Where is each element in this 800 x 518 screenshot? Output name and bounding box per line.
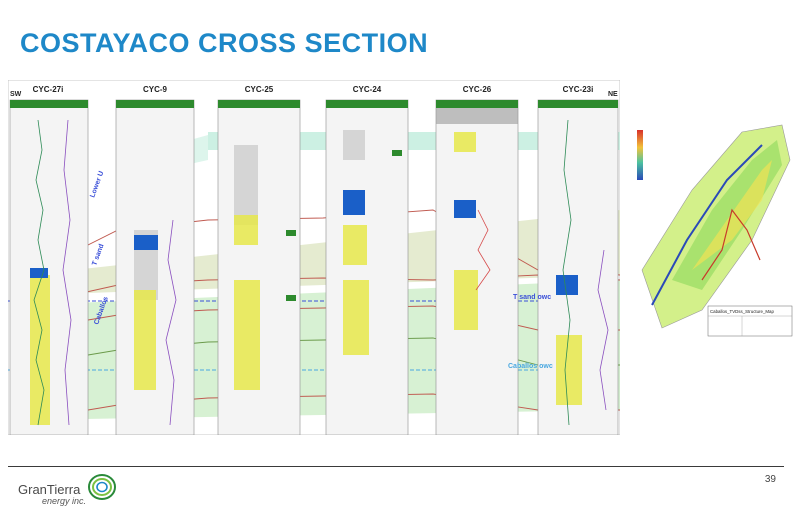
map-legend-box [707,305,793,337]
well-track [115,99,195,435]
well-track [537,99,619,435]
well-name: CYC-9 [143,85,168,94]
slide-title: COSTAYACO CROSS SECTION [20,28,429,58]
well-name: CYC-23i [563,85,594,94]
company-logo-tagline: energy inc. [42,496,87,506]
footer-rule [8,466,784,467]
map-legend-title: Caballos_TVDss_Structure_Map [710,309,774,314]
well-track [435,99,519,435]
map-structure-axis [651,144,763,306]
company-logo-icon [88,474,116,500]
company-logo-text: GranTierra [18,482,81,497]
owc-label-caballos: Caballos owc [508,363,553,370]
well-track [217,99,301,435]
well-tracks [9,99,619,435]
map-section-line [701,208,761,281]
page-number: 39 [764,474,776,485]
direction-ne-label: NE [608,91,618,98]
well-name: CYC-26 [463,85,492,94]
owc-label-t-sand: T sand owc [513,294,551,301]
well-name: CYC-25 [245,85,274,94]
well-track [9,99,89,435]
well-name: CYC-24 [353,85,382,94]
map-color-scale [637,130,643,180]
cross-section-panel: CYC-27i CYC-9 CYC-25 CYC-24 CYC-26 CYC-2… [8,80,620,435]
well-track [325,99,409,435]
direction-sw-label: SW [10,91,22,98]
structure-map: Caballos_TVDss_Structure_Map [637,124,793,337]
well-name: CYC-27i [33,85,64,94]
